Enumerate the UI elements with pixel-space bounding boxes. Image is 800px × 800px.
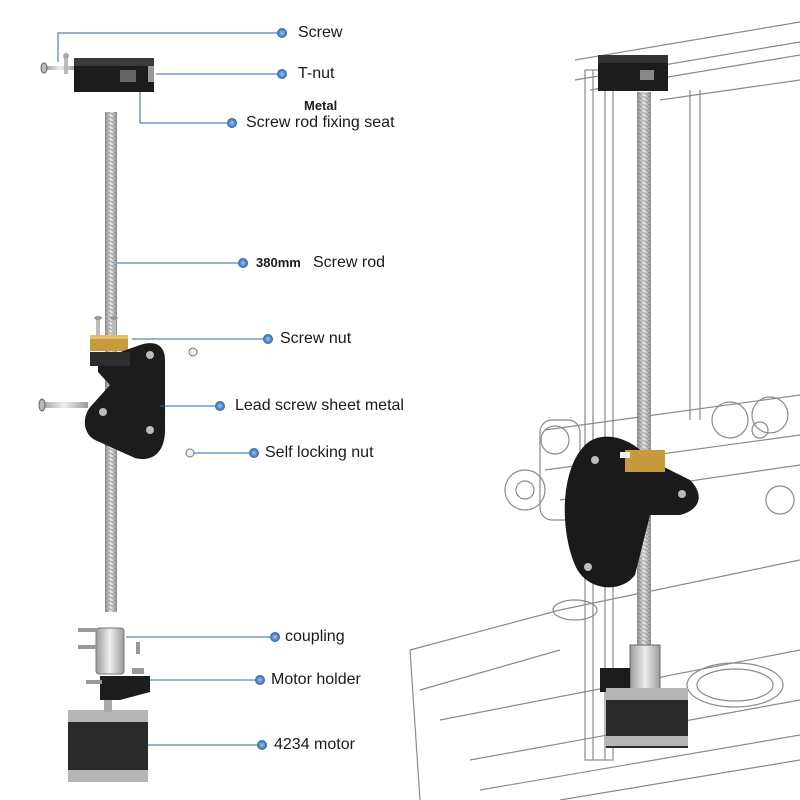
part-t-nut-block — [74, 58, 154, 92]
label-screw: Screw — [298, 24, 343, 41]
part-coupling — [78, 627, 140, 675]
part-screw-nut — [90, 316, 128, 351]
dot-rod — [238, 258, 248, 268]
label-screw-nut: Screw nut — [280, 330, 352, 347]
label-motor: 4234 motor — [274, 736, 355, 753]
dot-lead-sheet — [215, 401, 225, 411]
label-self-locking-nut: Self locking nut — [265, 444, 374, 461]
label-rod-prefix: 380mm — [256, 255, 301, 270]
part-lead-screw-sheet-metal — [38, 343, 165, 460]
part-self-locking-nut — [185, 347, 198, 458]
label-lead-screw-sheet-metal: Lead screw sheet metal — [235, 397, 404, 414]
callout-dots — [215, 28, 287, 750]
part-motor-holder — [86, 668, 150, 700]
part-screw — [40, 53, 76, 74]
frame-lead-screw-sheet-metal — [564, 436, 699, 588]
label-t-nut: T-nut — [298, 65, 335, 82]
frame-lead-screw — [637, 92, 651, 652]
dot-motor — [257, 740, 267, 750]
dot-lock-nut — [249, 448, 259, 458]
part-motor — [68, 700, 148, 782]
label-coupling: coupling — [285, 628, 345, 645]
dot-screw-nut — [263, 334, 273, 344]
leader-lines — [57, 32, 282, 746]
label-fixing-seat: Screw rod fixing seat — [246, 114, 395, 131]
label-motor-holder: Motor holder — [271, 671, 361, 688]
dot-coupling — [270, 632, 280, 642]
dot-fixing-seat — [227, 118, 237, 128]
dot-screw — [277, 28, 287, 38]
label-fixing-seat-prefix: Metal — [304, 98, 338, 113]
frame-top-tnut-block — [598, 55, 668, 91]
dot-motor-holder — [255, 675, 265, 685]
label-screw-rod: Screw rod — [313, 254, 386, 271]
dot-tnut — [277, 69, 287, 79]
frame-coupling-and-motor — [600, 644, 688, 748]
